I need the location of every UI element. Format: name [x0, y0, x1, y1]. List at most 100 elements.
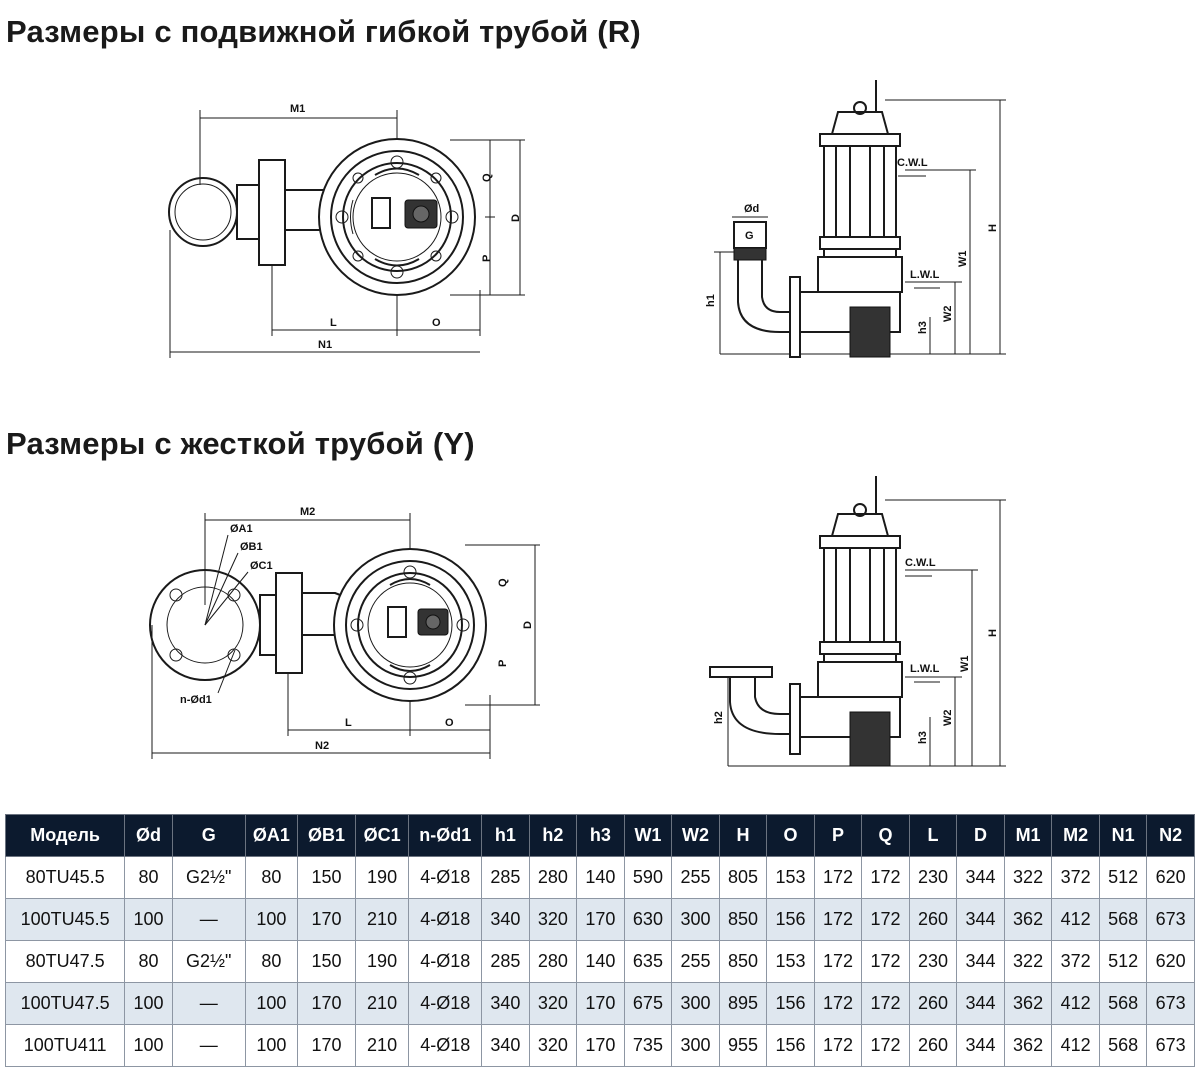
- label-a1: ØA1: [230, 523, 253, 535]
- diagram-side-view-rigid: H W1 W2 h3 h2 C.W.L L.W.L: [709, 476, 1006, 767]
- column-header: P: [813, 814, 863, 857]
- label-b1: ØB1: [240, 541, 263, 553]
- diagram-top-view-rigid: M2 ØA1 ØB1 ØC1 n-Ød1 Q P D L O N2: [149, 506, 540, 759]
- table-cell: 300: [671, 982, 720, 1025]
- label-w1: W1: [957, 251, 969, 268]
- table-cell: 100TU411: [4, 1024, 126, 1067]
- table-cell: 322: [1003, 940, 1053, 983]
- table-cell: 344: [956, 982, 1005, 1025]
- table-cell: 512: [1098, 940, 1148, 983]
- column-header: Модель: [4, 814, 126, 857]
- column-header: Ød: [124, 814, 173, 857]
- table-cell: 100: [124, 898, 173, 941]
- label-h3: h3: [917, 321, 929, 334]
- table-cell: 850: [718, 940, 768, 983]
- table-cell: 100TU47.5: [4, 982, 126, 1025]
- table-cell: 280: [528, 856, 578, 899]
- label-d: D: [510, 214, 522, 222]
- table-cell: 100: [124, 982, 173, 1025]
- table-cell: 100TU45.5: [4, 898, 126, 941]
- table-cell: 285: [481, 940, 530, 983]
- column-header: N2: [1146, 814, 1195, 857]
- table-cell: 100: [244, 982, 299, 1025]
- column-header: ØB1: [297, 814, 356, 857]
- label-cwl: C.W.L: [897, 157, 928, 169]
- column-header: h3: [576, 814, 625, 857]
- column-header: Q: [861, 814, 910, 857]
- table-cell: G2½": [171, 940, 246, 983]
- table-cell: 210: [354, 898, 410, 941]
- label-h: H: [987, 224, 999, 232]
- label-w1-r: W1: [959, 656, 971, 673]
- table-cell: 630: [623, 898, 673, 941]
- table-cell: 80: [124, 940, 173, 983]
- diagram-top-view-flexible: M1 Q P D L O N1: [168, 103, 525, 358]
- table-cell: 340: [481, 898, 530, 941]
- column-header: H: [718, 814, 768, 857]
- label-q: Q: [481, 173, 493, 182]
- table-cell: 620: [1146, 940, 1195, 983]
- table-cell: 955: [718, 1024, 768, 1067]
- table-cell: G2½": [171, 856, 246, 899]
- table-cell: 156: [766, 898, 815, 941]
- table-cell: 340: [481, 1024, 530, 1067]
- table-cell: 150: [297, 940, 356, 983]
- table-cell: 172: [861, 940, 910, 983]
- table-cell: 344: [956, 940, 1005, 983]
- label-n2: N2: [315, 740, 329, 752]
- column-header: D: [956, 814, 1005, 857]
- table-cell: 322: [1003, 856, 1053, 899]
- table-cell: 140: [576, 856, 625, 899]
- label-h-r: H: [987, 629, 999, 637]
- table-cell: 4-Ø18: [408, 856, 483, 899]
- label-p: P: [481, 255, 493, 262]
- table-cell: 80: [244, 940, 299, 983]
- table-cell: 230: [908, 940, 958, 983]
- table-cell: 100: [124, 1024, 173, 1067]
- table-cell: 170: [297, 982, 356, 1025]
- table-cell: 150: [297, 856, 356, 899]
- label-od: Ød: [744, 203, 759, 215]
- label-d2: D: [522, 621, 534, 629]
- table-cell: 153: [766, 856, 815, 899]
- table-cell: 255: [671, 856, 720, 899]
- table-cell: 320: [528, 982, 578, 1025]
- table-cell: 372: [1051, 856, 1100, 899]
- label-g: G: [745, 230, 754, 242]
- label-w2: W2: [942, 306, 954, 323]
- table-cell: 412: [1051, 1024, 1100, 1067]
- label-l2: L: [345, 717, 352, 729]
- label-w2-r: W2: [942, 710, 954, 727]
- label-o2: O: [445, 717, 454, 729]
- table-cell: 100: [244, 1024, 299, 1067]
- label-m2: M2: [300, 506, 315, 518]
- table-cell: 850: [718, 898, 768, 941]
- table-cell: 568: [1098, 1024, 1148, 1067]
- table-cell: 285: [481, 856, 530, 899]
- table-cell: 320: [528, 1024, 578, 1067]
- table-cell: 172: [861, 856, 910, 899]
- table-cell: —: [171, 1024, 246, 1067]
- table-cell: 153: [766, 940, 815, 983]
- table-cell: 140: [576, 940, 625, 983]
- column-header: N1: [1098, 814, 1148, 857]
- label-m1: M1: [290, 103, 305, 115]
- table-cell: 895: [718, 982, 768, 1025]
- label-q2: Q: [497, 578, 509, 587]
- column-header: L: [908, 814, 958, 857]
- table-cell: 320: [528, 898, 578, 941]
- table-cell: 210: [354, 982, 410, 1025]
- table-cell: 260: [908, 982, 958, 1025]
- heading-flexible-pipe: Размеры с подвижной гибкой трубой (R): [6, 14, 641, 49]
- table-cell: 675: [623, 982, 673, 1025]
- table-cell: 735: [623, 1024, 673, 1067]
- table-cell: 4-Ø18: [408, 982, 483, 1025]
- table-cell: —: [171, 898, 246, 941]
- label-h2: h2: [713, 711, 725, 724]
- table-cell: 260: [908, 1024, 958, 1067]
- table-cell: 100: [244, 898, 299, 941]
- table-cell: 344: [956, 898, 1005, 941]
